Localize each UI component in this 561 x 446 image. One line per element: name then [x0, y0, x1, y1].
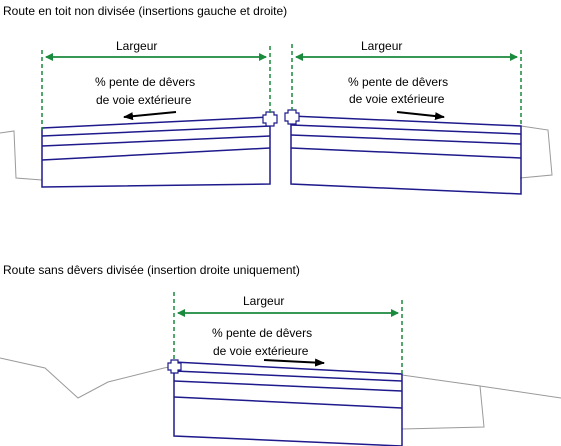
figure2-slope-label-line2: de voie extérieure — [213, 344, 309, 358]
figure2-width-dimension — [173, 292, 403, 374]
figure2-pavement — [173, 361, 403, 446]
figure1-left-slope-label-line1: % pente de dêvers — [95, 75, 195, 89]
figure1-left-width-dimension — [41, 46, 271, 130]
figure1-right-width-label: Largeur — [361, 39, 402, 53]
figure1-right-pavement — [290, 115, 522, 195]
figure1-right-width-dimension — [291, 44, 522, 126]
figure1-left-slope-label-line2: de voie extérieure — [96, 93, 192, 107]
figure2-width-label: Largeur — [243, 294, 284, 308]
figure1-left-width-label: Largeur — [116, 39, 157, 53]
figure2-slope-label-line1: % pente de dêvers — [212, 326, 312, 340]
figure1-right-slope-label-line2: de voie extérieure — [349, 92, 445, 106]
figure1-right-slope-label-line1: % pente de dêvers — [348, 75, 448, 89]
figure1-right-slope-arrow — [396, 111, 445, 121]
figure1-insertion-marker-left — [262, 111, 278, 127]
figure2-caption: Route sans dêvers divisée (insertion dro… — [3, 263, 300, 277]
figure1-left-slope-arrow — [123, 111, 177, 121]
figure2-slope-arrow — [263, 358, 325, 367]
figure1-left-pavement — [41, 116, 271, 188]
figure1-caption: Route en toit non divisée (insertions ga… — [3, 4, 287, 18]
figure2-ground — [0, 357, 561, 430]
figure2-insertion-marker — [167, 359, 182, 374]
figure1-ground — [0, 125, 553, 181]
figure1-insertion-marker-right — [284, 109, 300, 125]
